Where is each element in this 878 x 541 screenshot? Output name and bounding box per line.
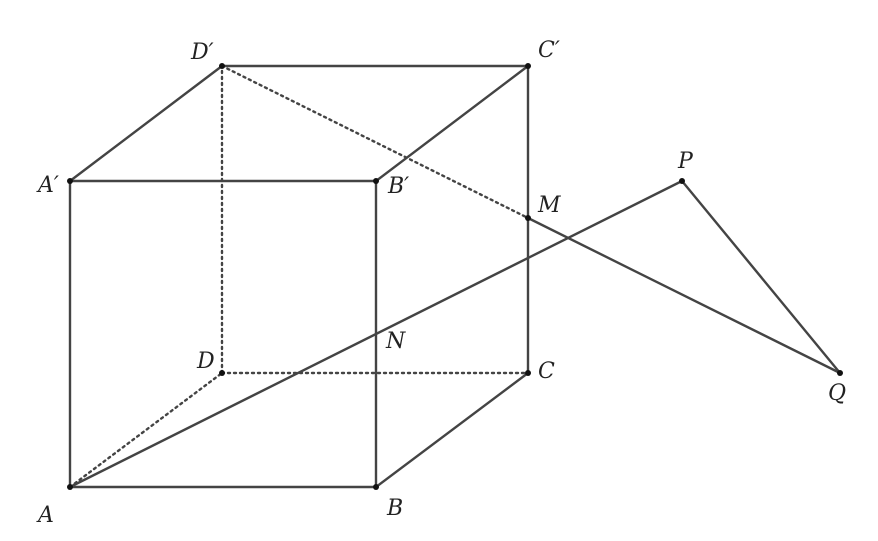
point-C1-dot: [525, 63, 531, 69]
point-M-dot: [525, 215, 531, 221]
label-C1: C′: [538, 38, 560, 63]
label-B: B: [386, 496, 403, 521]
label-A1: A′: [36, 173, 59, 198]
label-M: M: [537, 193, 561, 218]
segment-PQ: [680, 179, 842, 375]
label-B1: B′: [387, 174, 409, 199]
edge-B1C1: [374, 64, 530, 183]
point-Q-dot: [837, 370, 843, 376]
point-D1-dot: [219, 63, 225, 69]
segment-D1M-hidden: [220, 64, 530, 220]
point-D-dot: [219, 370, 225, 376]
edge-D1A1: [68, 64, 224, 183]
edge-AD-hidden: [68, 371, 224, 489]
point-C-dot: [525, 370, 531, 376]
label-N: N: [385, 329, 406, 354]
edge-BC: [374, 371, 530, 489]
label-A: A: [36, 503, 54, 528]
label-D: D: [196, 349, 215, 374]
label-C: C: [538, 359, 555, 384]
label-D1: D′: [190, 40, 214, 65]
point-P-dot: [679, 178, 685, 184]
segment-AP: [68, 179, 684, 489]
point-B1-dot: [373, 178, 379, 184]
point-B-dot: [373, 484, 379, 490]
label-P: P: [677, 149, 694, 174]
segment-MQ: [526, 216, 842, 375]
label-Q: Q: [828, 381, 846, 406]
point-A-dot: [67, 484, 73, 490]
point-A1-dot: [67, 178, 73, 184]
